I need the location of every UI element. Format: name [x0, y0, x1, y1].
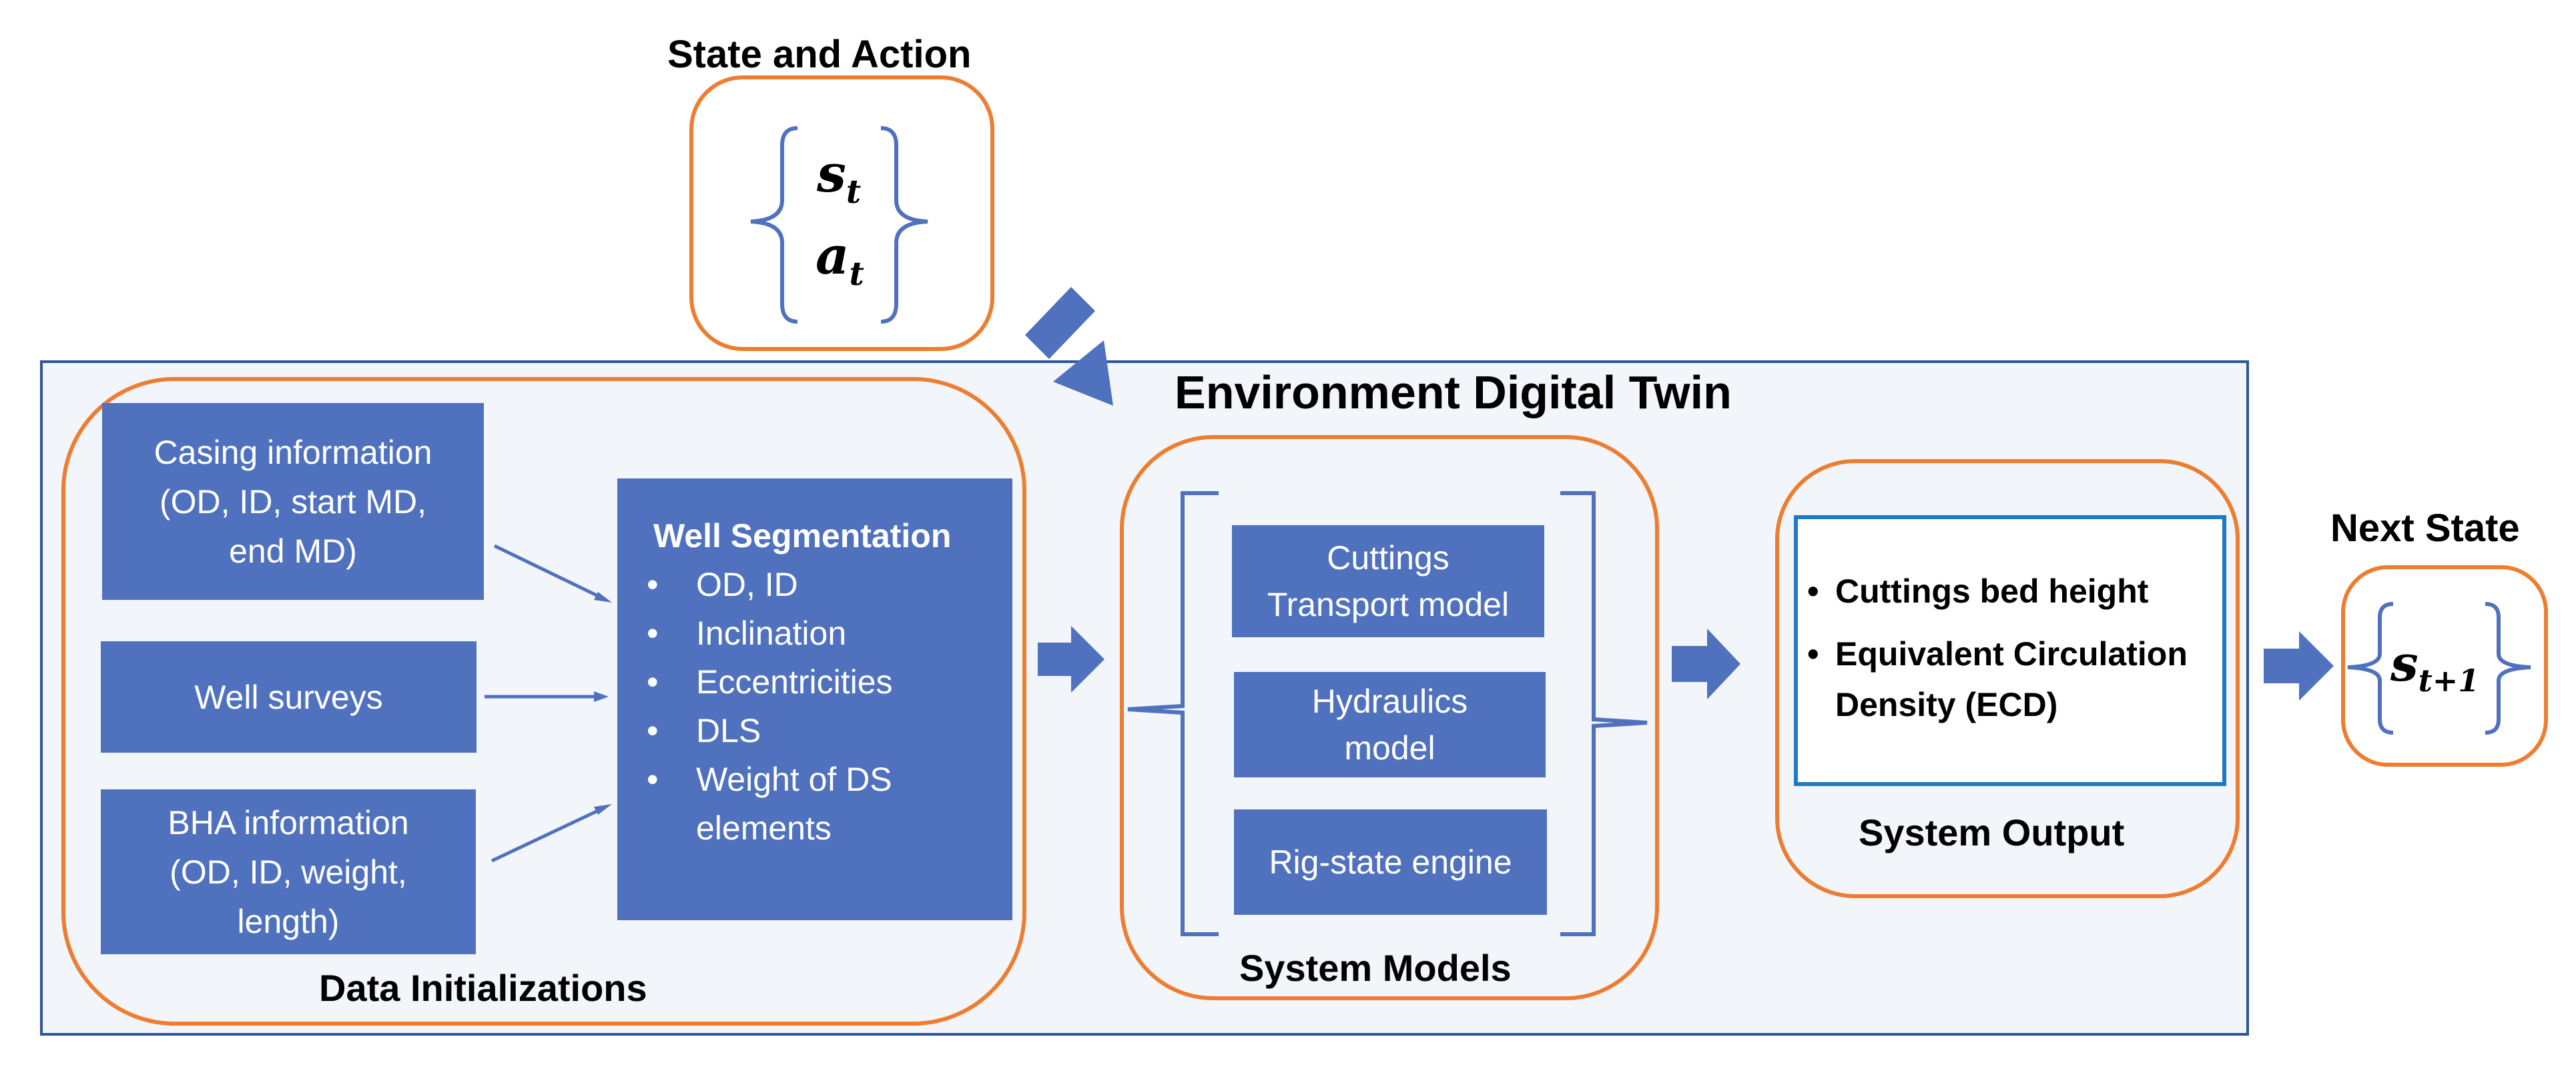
data-to-models-arrow: [1038, 626, 1104, 693]
well-surveys-box: Well surveys: [101, 641, 476, 753]
casing-information-box: Casing information (OD, ID, start MD, en…: [102, 403, 484, 600]
segmentation-item: Weight of DS elements: [635, 755, 896, 853]
bha-to-segmentation-arrow: [491, 804, 612, 863]
segmentation-item: Inclination: [635, 609, 999, 658]
system-models-group: [1120, 435, 1659, 1000]
environment-title: Environment Digital Twin: [1175, 366, 1732, 418]
system-output-list: Cuttings bed height Equivalent Circulati…: [1802, 566, 2222, 730]
output-item: Equivalent Circulation Density (ECD): [1802, 629, 2209, 730]
next-state-box: [2341, 565, 2548, 767]
segmentation-item: Eccentricities: [635, 658, 999, 707]
well-segmentation-list: OD, ID Inclination Eccentricities DLS We…: [635, 561, 999, 853]
left-brace-state-action: [750, 126, 798, 324]
casing-to-segmentation-arrow: [493, 544, 612, 603]
well-segmentation-heading: Well Segmentation: [653, 517, 952, 555]
output-to-next-state-arrow: [2264, 631, 2334, 701]
state-action-title: State and Action: [667, 33, 972, 76]
segmentation-item: OD, ID: [635, 561, 999, 609]
segmentation-item: DLS: [635, 707, 999, 755]
state-action-box: [689, 75, 994, 351]
action-variable: at: [816, 226, 864, 293]
data-initializations-title: Data Initializations: [319, 967, 647, 1009]
surveys-to-segmentation-arrow: [485, 691, 609, 702]
next-state-variable: st+1: [2390, 635, 2480, 699]
output-item: Cuttings bed height: [1802, 566, 2222, 617]
system-models-title: System Models: [1239, 947, 1512, 989]
models-to-output-arrow: [1672, 629, 1740, 699]
system-output-group: [1775, 459, 2240, 898]
bha-information-box: BHA information (OD, ID, weight, length): [101, 789, 476, 954]
well-segmentation-box: Well Segmentation OD, ID Inclination Ecc…: [617, 478, 1012, 920]
right-brace-state-action: [880, 126, 928, 324]
cuttings-transport-model-box: Cuttings Transport model: [1232, 525, 1544, 637]
data-initializations-group: [61, 377, 1026, 1026]
state-variable: st: [817, 143, 862, 211]
right-brace-next-state: [2485, 602, 2531, 735]
rig-state-engine-box: Rig-state engine: [1234, 809, 1547, 915]
next-state-title: Next State: [2330, 506, 2520, 550]
hydraulics-model-box: Hydraulics model: [1234, 672, 1546, 777]
system-output-box: Cuttings bed height Equivalent Circulati…: [1794, 515, 2226, 786]
system-output-title: System Output: [1859, 811, 2125, 853]
input-arrow: [1025, 287, 1113, 406]
